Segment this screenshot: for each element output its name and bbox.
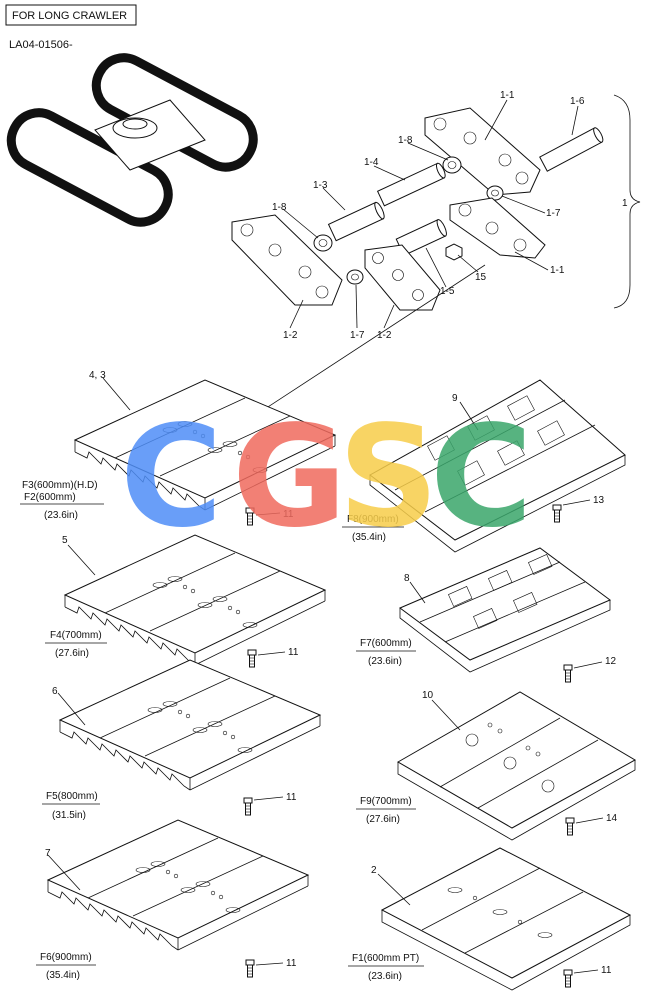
callout-11-f6: 11 (286, 958, 297, 969)
label-f8: F8(900mm) (347, 514, 399, 525)
callout-13: 13 (593, 495, 605, 506)
callout-1-8-lower: 1-8 (272, 202, 287, 213)
callout-1: 1 (622, 198, 628, 209)
callout-12: 12 (605, 656, 617, 667)
label-f1-inch: (23.6in) (368, 971, 402, 982)
track-link-assembly: 1-1 1-6 1-8 1-4 1-3 1-8 1-7 1-1 15 1-5 1… (231, 90, 641, 432)
label-f4: F4(700mm) (50, 630, 102, 641)
callout-1-2-left: 1-2 (283, 330, 298, 341)
callout-11-f4: 11 (288, 647, 299, 658)
label-f9: F9(700mm) (360, 796, 412, 807)
callout-6: 6 (52, 686, 58, 697)
header-box (5, 4, 137, 26)
label-f2: F2(600mm) (24, 492, 76, 503)
callout-1-7-upper: 1-7 (546, 208, 561, 219)
label-f3-inch: (23.6in) (44, 510, 78, 521)
label-f6: F6(900mm) (40, 952, 92, 963)
crawler-illustration (6, 53, 258, 227)
watermark-letter-s: S (338, 396, 439, 559)
label-f9-inch: (27.6in) (366, 814, 400, 825)
callout-1-5: 1-5 (440, 286, 455, 297)
watermark-letter-c1: C (120, 396, 223, 559)
label-f4-inch: (27.6in) (55, 648, 89, 659)
callout-15: 15 (475, 272, 487, 283)
callout-1-1-lower: 1-1 (550, 265, 565, 276)
label-f3: F3(600mm)(H.D) (22, 480, 98, 491)
callout-9: 9 (452, 393, 458, 404)
shoe-f5: 6 11 F5(800mm) (31.5in) (42, 659, 321, 821)
callout-2: 2 (371, 865, 377, 876)
callout-14: 14 (606, 813, 618, 824)
label-f8-inch: (35.4in) (352, 532, 386, 543)
callout-1-2-right: 1-2 (377, 330, 392, 341)
shoe-f3-f2: 4, 3 11 F3(600mm)(H.D) F2(600mm) (23.6in… (20, 370, 336, 526)
watermark-letter-g: G (232, 396, 347, 559)
callout-11-f1: 11 (601, 965, 612, 976)
callout-1-4: 1-4 (364, 157, 379, 168)
label-f6-inch: (35.4in) (46, 970, 80, 981)
shoe-f6: 7 11 F6(900mm) (35.4in) (36, 819, 309, 981)
shoe-f9: 10 14 F9(700mm) (27.6in) (356, 690, 637, 841)
callout-8: 8 (404, 573, 410, 584)
label-f7-inch: (23.6in) (368, 656, 402, 667)
header-title: FOR LONG CRAWLER (12, 10, 127, 22)
callout-1-7-lower: 1-7 (350, 330, 365, 341)
shoe-f7: 8 12 F7(600mm) (23.6in) (356, 547, 617, 683)
label-f5: F5(800mm) (46, 791, 98, 802)
part-code: LA04-01506- (9, 39, 73, 51)
callout-11-f3: 11 (283, 509, 294, 520)
label-f1: F1(600mm PT) (352, 953, 419, 964)
callout-1-1-upper: 1-1 (500, 90, 515, 101)
shoe-f4: 5 11 F4(700mm) (27.6in) (45, 534, 326, 668)
callout-10: 10 (422, 690, 434, 701)
callout-11-f5: 11 (286, 792, 297, 803)
label-f7: F7(600mm) (360, 638, 412, 649)
watermark-letter-c2: C (430, 396, 533, 559)
cgsc-watermark-logo: C G S C (120, 396, 533, 559)
callout-1-8-upper: 1-8 (398, 135, 413, 146)
callout-7: 7 (45, 848, 51, 859)
callout-1-3: 1-3 (313, 180, 328, 191)
label-f5-inch: (31.5in) (52, 810, 86, 821)
callout-1-6: 1-6 (570, 96, 585, 107)
shoe-f1: 2 11 F1(600mm PT) (23.6in) (348, 847, 632, 991)
callout-4-3: 4, 3 (89, 370, 106, 381)
callout-5: 5 (62, 535, 68, 546)
shoe-f8: 9 13 F8(900mm) (35.4in) (342, 379, 626, 553)
